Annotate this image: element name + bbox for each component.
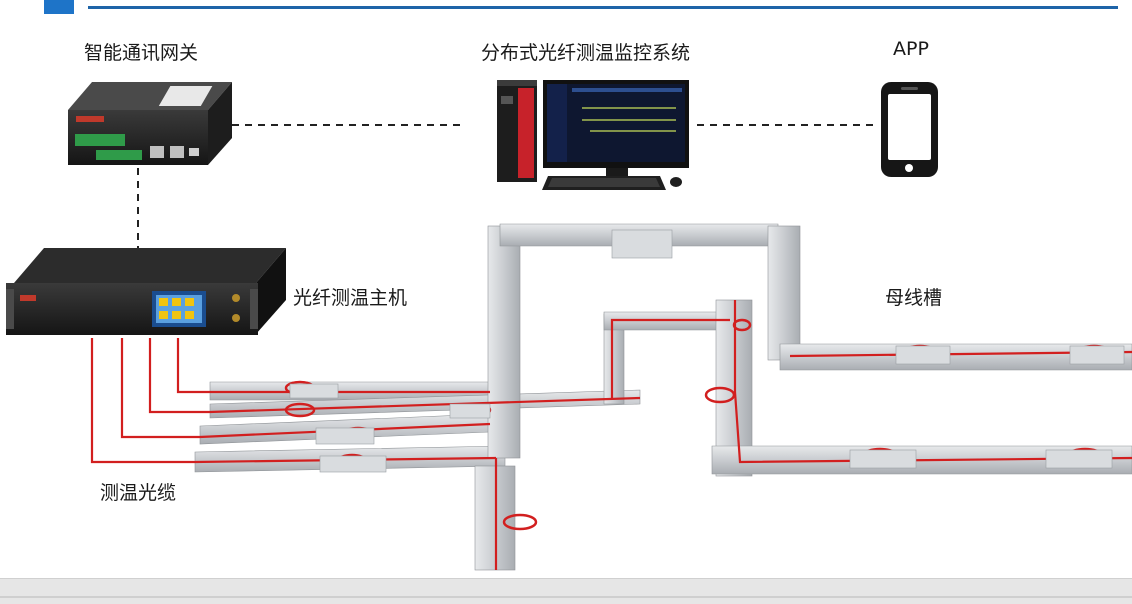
fiber-drop-2 <box>148 338 210 414</box>
busway-label: 母线槽 <box>885 287 943 309</box>
gateway-device <box>68 82 232 165</box>
sensing-fiber <box>90 300 1132 570</box>
keyboard <box>542 176 666 190</box>
busway-rail-up-left <box>487 225 521 459</box>
comm-links <box>137 124 876 248</box>
header-rule <box>88 6 1118 9</box>
busway-rail-right-upper <box>779 343 1132 371</box>
cable-label: 测温光缆 <box>100 482 177 504</box>
connector-blocks <box>289 229 1125 473</box>
footer-rule <box>0 596 1132 598</box>
host-rack-unit <box>6 248 286 335</box>
monitor-system-label: 分布式光纤测温监控系统 <box>481 42 691 64</box>
footer-bar <box>0 578 1132 604</box>
fiber-drop-3 <box>120 338 200 439</box>
pc-monitor <box>543 80 689 180</box>
busway-rail-up-right <box>767 225 801 361</box>
app-label: APP <box>893 38 929 60</box>
fiber-drop-4 <box>90 338 195 464</box>
gateway-label: 智能通讯网关 <box>84 42 199 64</box>
section-marker <box>44 0 74 14</box>
fiber-drop-1 <box>176 338 210 394</box>
mouse <box>670 177 682 187</box>
smartphone <box>881 82 938 177</box>
pc-tower <box>497 80 537 182</box>
host-label: 光纤测温主机 <box>293 287 408 309</box>
